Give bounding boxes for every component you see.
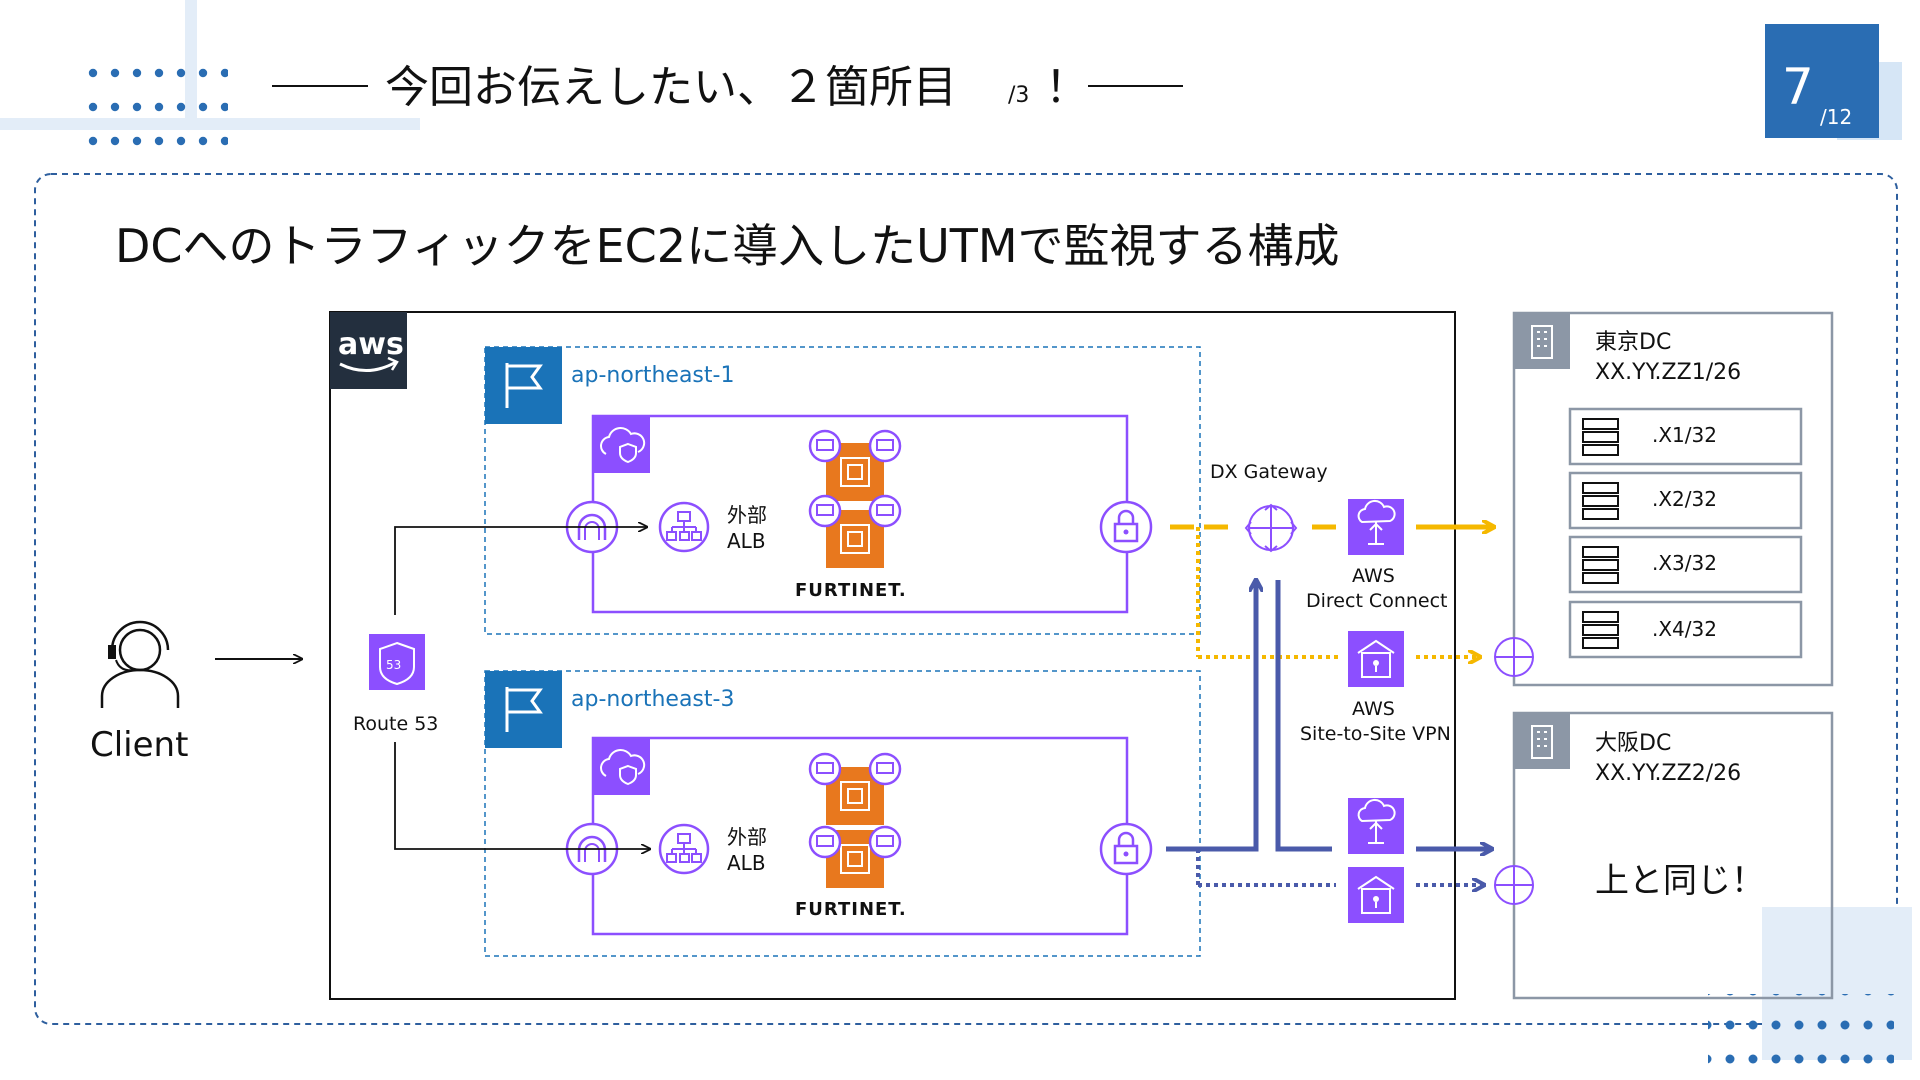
tokyo-dc-building-icon xyxy=(1514,313,1570,369)
aws-logo: aws xyxy=(330,312,407,389)
server-list: .X1/32 .X2/32 .X3/32 xyxy=(1568,407,1803,659)
svg-text:53: 53 xyxy=(386,658,401,672)
tokyo-dc-cidr: XX.YY.ZZ1/26 xyxy=(1595,360,1741,385)
vpn-gateway-lock-icon-3 xyxy=(1099,822,1153,876)
tokyo-dc-name: 東京DC xyxy=(1595,330,1671,355)
footer-decoration xyxy=(1708,907,1912,1074)
network-interface-icon xyxy=(808,429,842,463)
osaka-dc-gateway-icon xyxy=(1494,865,1534,905)
osaka-dc-box xyxy=(1512,711,1834,1000)
alb3-label-line2: ALB xyxy=(727,851,766,875)
page-total: /12 xyxy=(1820,105,1852,129)
header-title: 今回お伝えしたい、２箇所目 /3 ！ xyxy=(272,62,1183,113)
direct-connect-label-2: Direct Connect xyxy=(1306,590,1448,612)
vpn-label-1: AWS xyxy=(1352,698,1395,720)
title-exclaim: ！ xyxy=(1045,62,1089,113)
server-row: .X3/32 xyxy=(1568,535,1803,594)
network-interface-icon xyxy=(808,825,842,859)
route53-to-alb1-arrow xyxy=(394,527,647,615)
primary-path-tokyo xyxy=(1170,527,1494,657)
vpc3-cloud-shield-icon xyxy=(594,739,650,795)
alb-icon-3 xyxy=(658,823,710,875)
osaka-dc-note: 上と同じ！ xyxy=(1595,861,1765,901)
region1-flag-icon xyxy=(485,347,562,424)
svg-text:aws: aws xyxy=(338,327,404,362)
network-interface-icon xyxy=(868,494,902,528)
server-label: .X3/32 xyxy=(1652,551,1717,575)
vpn-gateway-lock-icon-1 xyxy=(1099,500,1153,554)
dx-gateway-label: DX Gateway xyxy=(1210,461,1328,483)
osaka-dc-name: 大阪DC xyxy=(1595,731,1671,756)
region1-label: ap-northeast-1 xyxy=(571,363,734,388)
ec2-instance-group-1 xyxy=(808,429,902,568)
direct-connect-icon xyxy=(1348,499,1404,555)
route53-icon: 53 xyxy=(369,634,425,690)
server-icon xyxy=(1582,546,1619,584)
slide-heading: DCへのトラフィックをEC2に導入したUTMで監視する構成 xyxy=(115,219,1340,273)
dx-gateway-icon xyxy=(1244,503,1298,553)
secondary-path-osaka xyxy=(1166,580,1492,885)
network-interface-icon xyxy=(868,752,902,786)
server-label: .X2/32 xyxy=(1652,487,1717,511)
client-label: Client xyxy=(90,725,188,765)
site-to-site-vpn-icon-lower xyxy=(1348,867,1404,923)
fortinet-logo-3: FURTINET. xyxy=(795,899,907,920)
tokyo-dc-gateway-icon xyxy=(1494,637,1534,677)
server-label: .X4/32 xyxy=(1652,617,1717,641)
region3-flag-icon xyxy=(485,671,562,748)
osaka-dc-building-icon xyxy=(1514,713,1570,769)
alb3-label-line1: 外部 xyxy=(727,825,767,849)
server-icon xyxy=(1582,611,1619,649)
site-to-site-vpn-icon xyxy=(1348,631,1404,687)
direct-connect-icon-lower xyxy=(1348,798,1404,854)
region-ap-northeast-3 xyxy=(484,670,1201,957)
fortinet-logo-1: FURTINET. xyxy=(795,580,907,601)
header-decoration xyxy=(0,0,420,152)
alb1-label-line2: ALB xyxy=(727,529,766,553)
page-number-badge: 7 /12 xyxy=(1765,24,1902,140)
route53-label: Route 53 xyxy=(353,713,438,735)
vpc1-cloud-shield-icon xyxy=(594,417,650,473)
region3-label: ap-northeast-3 xyxy=(571,687,734,712)
region-ap-northeast-1 xyxy=(484,346,1201,635)
network-interface-icon xyxy=(868,825,902,859)
route53-to-alb3-arrow xyxy=(394,742,650,849)
tokyo-dc-box xyxy=(1512,311,1834,687)
vpn-label-2: Site-to-Site VPN xyxy=(1300,723,1451,745)
page-number: 7 xyxy=(1782,58,1814,116)
title-text: 今回お伝えしたい、２箇所目 xyxy=(385,62,957,113)
aws-cloud-box xyxy=(329,311,1456,1000)
server-label: .X1/32 xyxy=(1652,423,1717,447)
client-user-icon xyxy=(100,620,180,708)
network-interface-icon xyxy=(808,494,842,528)
network-interface-icon xyxy=(808,752,842,786)
osaka-dc-cidr: XX.YY.ZZ2/26 xyxy=(1595,761,1741,786)
server-icon xyxy=(1582,418,1619,456)
ec2-instance-group-3 xyxy=(808,752,902,888)
content-panel xyxy=(34,173,1898,1025)
title-suffix: /3 xyxy=(1008,83,1029,108)
direct-connect-label-1: AWS xyxy=(1352,565,1395,587)
alb-icon-1 xyxy=(658,501,710,553)
server-icon xyxy=(1582,482,1619,520)
alb1-label-line1: 外部 xyxy=(727,503,767,527)
network-interface-icon xyxy=(868,429,902,463)
server-row: .X1/32 xyxy=(1568,407,1803,466)
server-row: .X2/32 xyxy=(1568,471,1803,530)
server-row: .X4/32 xyxy=(1568,600,1803,659)
